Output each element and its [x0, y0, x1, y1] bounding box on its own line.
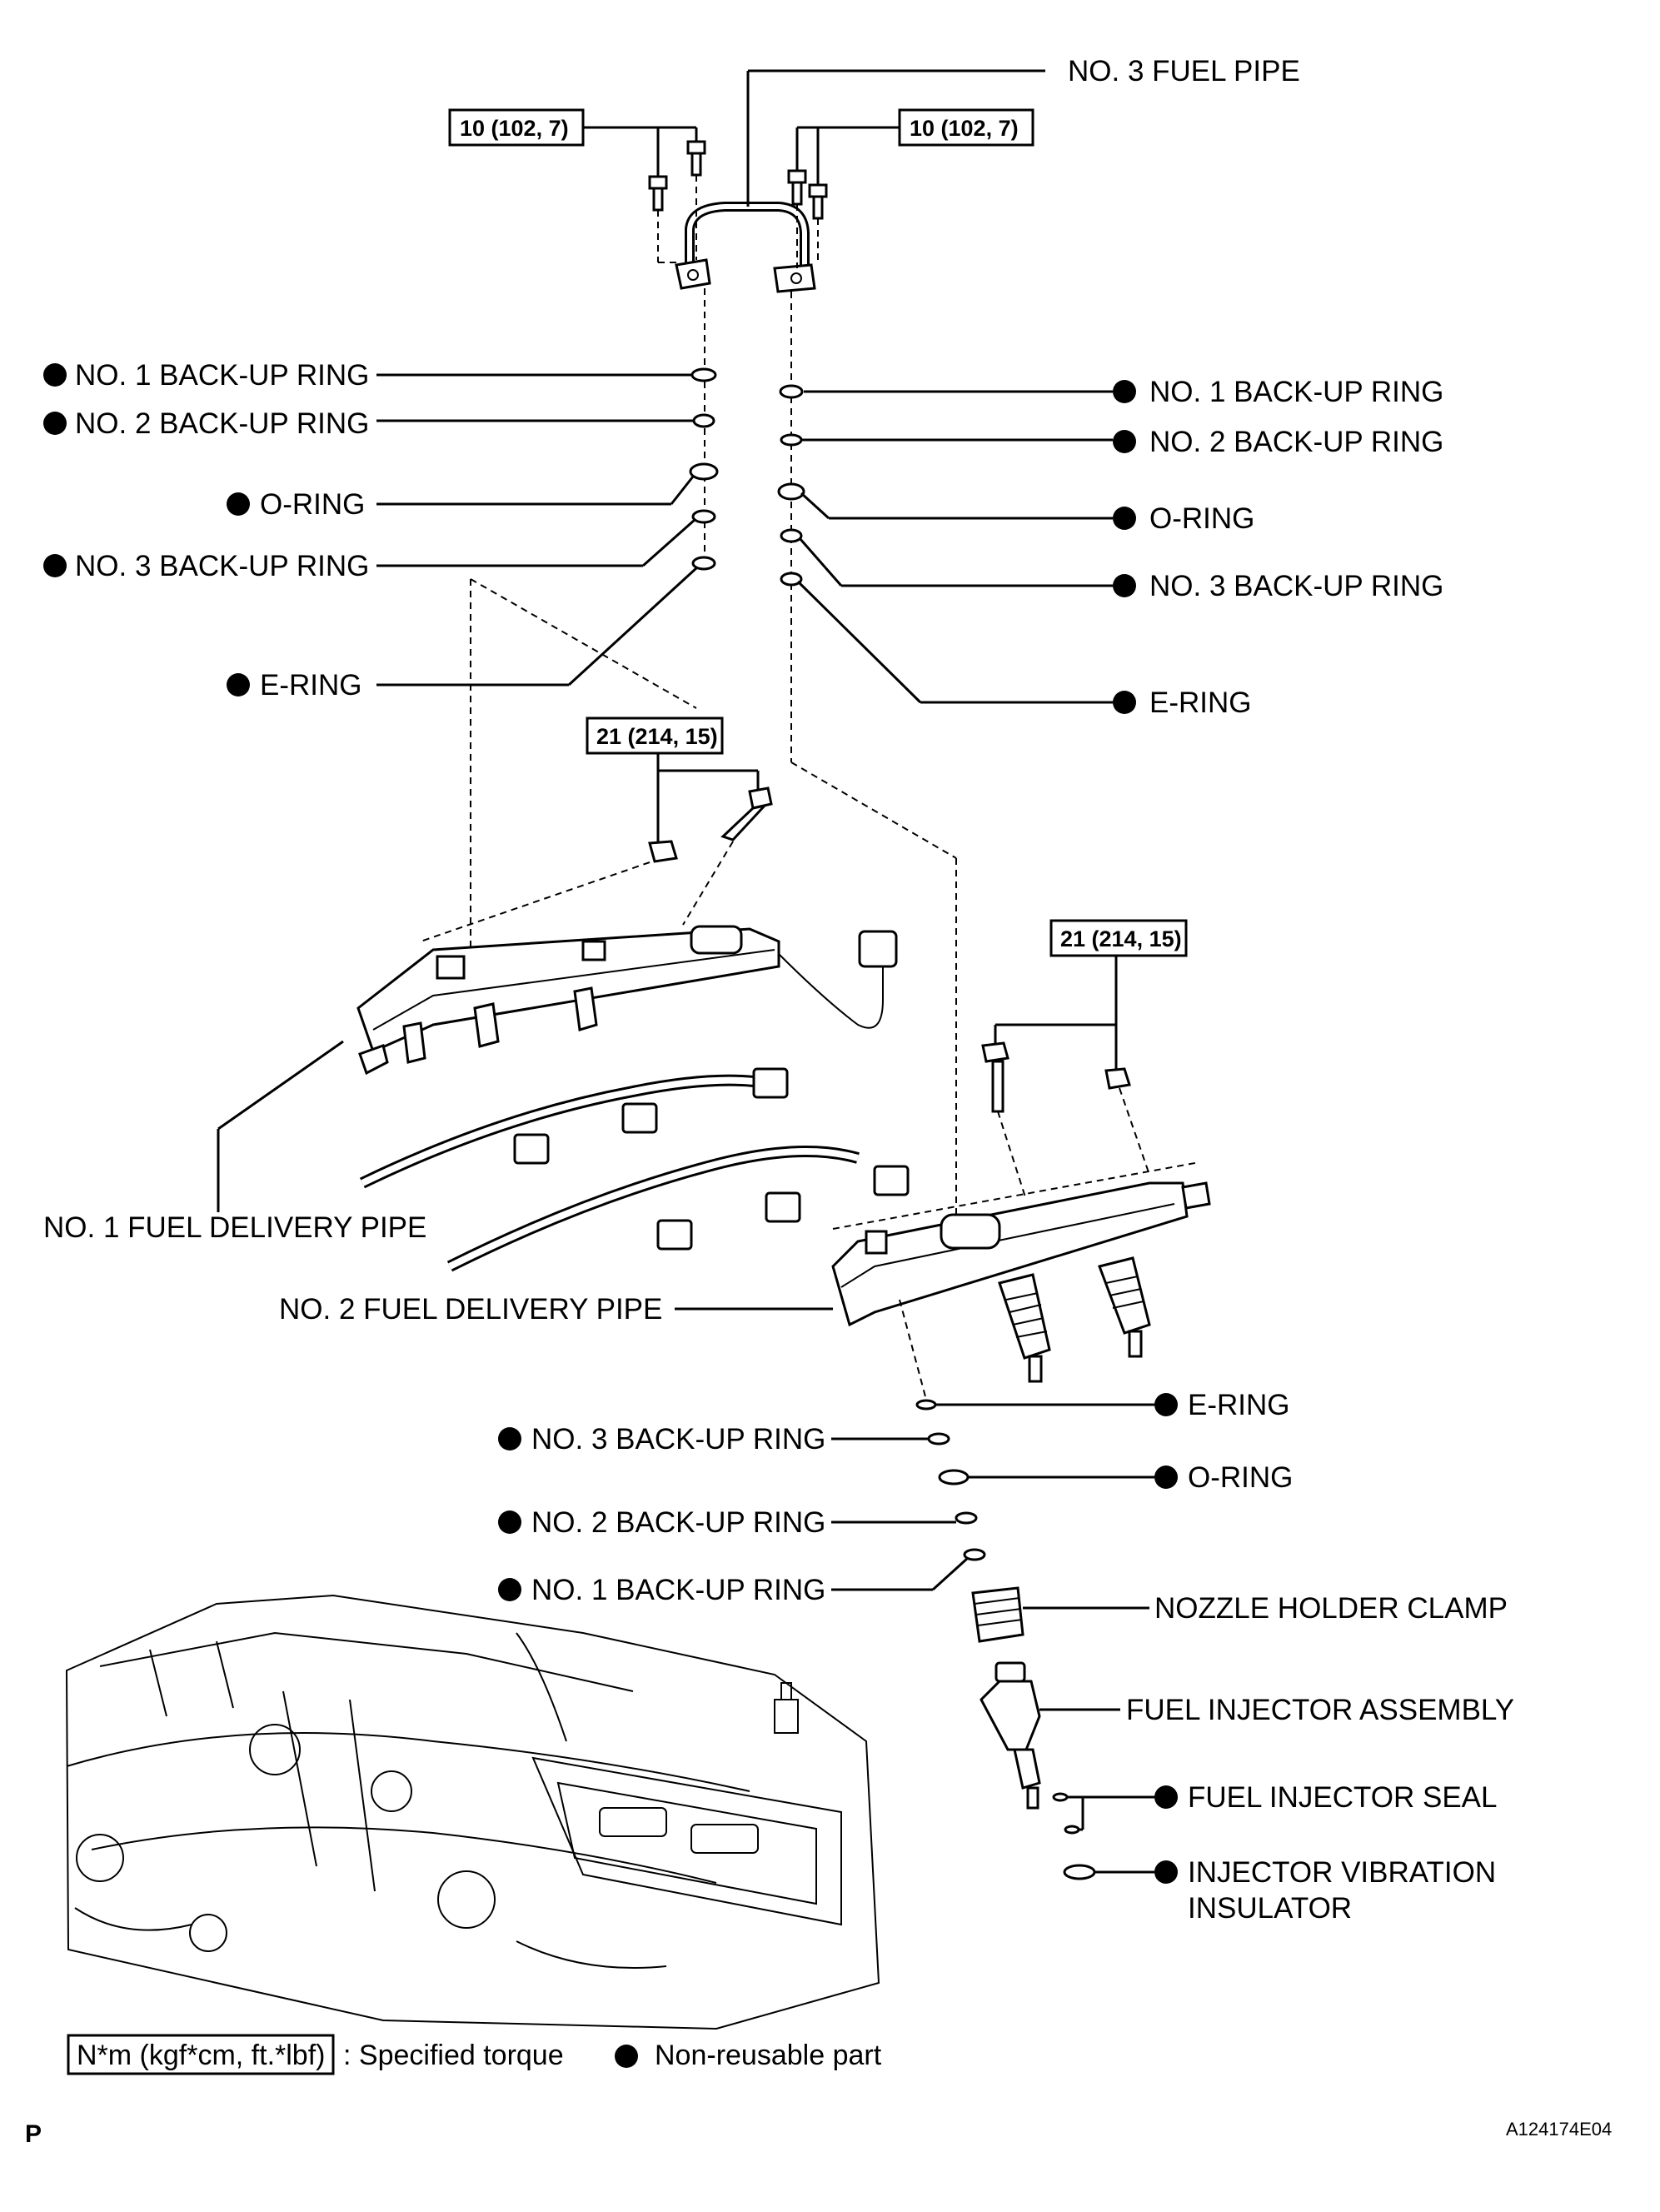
bottom-backup-ring-1-label: NO. 1 BACK-UP RING	[531, 1574, 825, 1606]
bolt-right	[981, 1041, 1009, 1113]
right-backup-ring-3-label: NO. 3 BACK-UP RING	[1149, 570, 1443, 602]
right-e-ring	[780, 572, 803, 587]
injector-right-on-pipe	[1098, 1256, 1151, 1358]
fuel-injector-seal-2	[1064, 1825, 1080, 1835]
nonreusable-marker-icon	[1154, 1860, 1178, 1884]
nozzle-holder-clamp-drawing	[971, 1586, 1024, 1643]
svg-text:10 (102, 7): 10 (102, 7)	[460, 116, 569, 141]
bolt-mid	[720, 786, 773, 841]
left-e-ring	[691, 556, 716, 571]
bottom-backup-ring-3	[927, 1432, 950, 1446]
legend: N*m (kgf*cm, ft.*lbf) : Specified torque…	[67, 2034, 882, 2075]
no2-fuel-delivery-pipe-label: NO. 2 FUEL DELIVERY PIPE	[279, 1293, 662, 1326]
bottom-backup-ring-1	[963, 1548, 986, 1561]
page-letter: P	[25, 2120, 42, 2148]
bolt-top-left-2	[686, 140, 706, 177]
nonreusable-marker-icon	[1113, 691, 1136, 714]
fuel-injector-assembly-label: FUEL INJECTOR ASSEMBLY	[1126, 1694, 1514, 1726]
left-backup-ring-1	[690, 367, 717, 382]
no3-fuel-pipe-label: NO. 3 FUEL PIPE	[1068, 55, 1300, 87]
bottom-backup-ring-2-label: NO. 2 BACK-UP RING	[531, 1506, 825, 1539]
nonreusable-marker-icon	[43, 554, 67, 577]
left-o-ring	[689, 462, 719, 481]
engine-location-illustration	[65, 1594, 880, 2030]
injector-vibration-insulator	[1063, 1864, 1096, 1880]
bottom-backup-ring-2	[955, 1511, 978, 1525]
no2-fuel-delivery-pipe-drawing	[831, 1181, 1211, 1383]
torque-box-top-left: 10 (102, 7)	[448, 108, 585, 147]
torque-unit-label: N*m (kgf*cm, ft.*lbf)	[77, 2040, 325, 2071]
left-backup-ring-3-label: NO. 3 BACK-UP RING	[75, 550, 369, 582]
bottom-o-ring	[938, 1469, 970, 1485]
bottom-o-ring-label: O-RING	[1188, 1461, 1293, 1494]
injector-vibration-insulator-label-2: INSULATOR	[1188, 1892, 1352, 1925]
bottom-backup-ring-3-label: NO. 3 BACK-UP RING	[531, 1423, 825, 1456]
bolt-top-right-1	[787, 169, 807, 206]
nonreusable-marker-icon	[498, 1578, 521, 1601]
injector-vibration-insulator-label-1: INJECTOR VIBRATION	[1188, 1856, 1496, 1889]
bottom-e-ring	[915, 1399, 937, 1411]
right-backup-ring-1-label: NO. 1 BACK-UP RING	[1149, 376, 1443, 408]
nozzle-holder-clamp-label: NOZZLE HOLDER CLAMP	[1154, 1592, 1508, 1625]
right-backup-ring-1	[779, 384, 804, 399]
svg-text:10 (102, 7): 10 (102, 7)	[910, 116, 1019, 141]
right-backup-ring-2-label: NO. 2 BACK-UP RING	[1149, 426, 1443, 458]
left-backup-ring-3	[691, 509, 716, 524]
fuel-injector-assembly-drawing	[980, 1661, 1041, 1810]
nonreusable-marker-icon	[498, 1427, 521, 1451]
left-o-ring-label: O-RING	[260, 488, 365, 521]
no3-fuel-pipe-drawing	[675, 202, 816, 293]
injector-left-on-pipe	[998, 1273, 1051, 1383]
nonreusable-marker-icon	[227, 673, 250, 697]
right-o-ring	[777, 482, 805, 501]
figure-code: A124174E04	[1506, 2119, 1612, 2140]
nonreusable-marker-icon	[1113, 430, 1136, 453]
torque-legend-box	[67, 2034, 335, 2075]
nonreusable-marker-icon	[615, 2045, 638, 2068]
left-backup-ring-2	[692, 413, 715, 428]
bolt-top-right-2	[808, 183, 828, 220]
fuel-injector-seal-label: FUEL INJECTOR SEAL	[1188, 1781, 1497, 1814]
nut-right	[1104, 1067, 1131, 1090]
fuel-injector-seal-1	[1052, 1792, 1069, 1802]
nonreusable-marker-icon	[1154, 1393, 1178, 1416]
nonreusable-marker-icon	[1113, 574, 1136, 597]
right-backup-ring-2	[780, 433, 803, 447]
nonreusable-marker-icon	[1154, 1785, 1178, 1809]
nonreusable-marker-icon	[43, 412, 67, 435]
torque-box-right: 21 (214, 15)	[1049, 919, 1188, 957]
svg-text:21 (214, 15): 21 (214, 15)	[1060, 926, 1182, 951]
no1-fuel-delivery-pipe-drawing	[356, 925, 898, 1076]
right-o-ring-label: O-RING	[1149, 502, 1254, 535]
nonreusable-marker-icon	[1154, 1466, 1178, 1489]
svg-text:21 (214, 15): 21 (214, 15)	[596, 724, 718, 749]
nonreusable-marker-icon	[227, 492, 250, 516]
nonreusable-marker-icon	[1113, 507, 1136, 530]
wire-harness-lower	[446, 1146, 910, 1272]
wire-harness-upper	[359, 1067, 789, 1189]
left-backup-ring-2-label: NO. 2 BACK-UP RING	[75, 407, 369, 440]
left-backup-ring-1-label: NO. 1 BACK-UP RING	[75, 359, 369, 392]
bolt-top-left-1	[648, 175, 668, 212]
bottom-e-ring-label: E-RING	[1188, 1389, 1290, 1421]
right-e-ring-label: E-RING	[1149, 687, 1252, 719]
left-e-ring-label: E-RING	[260, 669, 362, 702]
nonreusable-marker-icon	[43, 363, 67, 387]
nonreusable-marker-icon	[1113, 380, 1136, 403]
torque-box-mid: 21 (214, 15)	[586, 717, 724, 755]
nonreusable-marker-icon	[498, 1510, 521, 1534]
right-backup-ring-3	[780, 528, 803, 543]
nut-mid	[648, 840, 678, 863]
nonreusable-legend-desc: Non-reusable part	[655, 2040, 882, 2071]
torque-box-top-right: 10 (102, 7)	[898, 108, 1034, 147]
no1-fuel-delivery-pipe-label: NO. 1 FUEL DELIVERY PIPE	[43, 1211, 426, 1244]
torque-legend-desc: : Specified torque	[343, 2040, 564, 2071]
